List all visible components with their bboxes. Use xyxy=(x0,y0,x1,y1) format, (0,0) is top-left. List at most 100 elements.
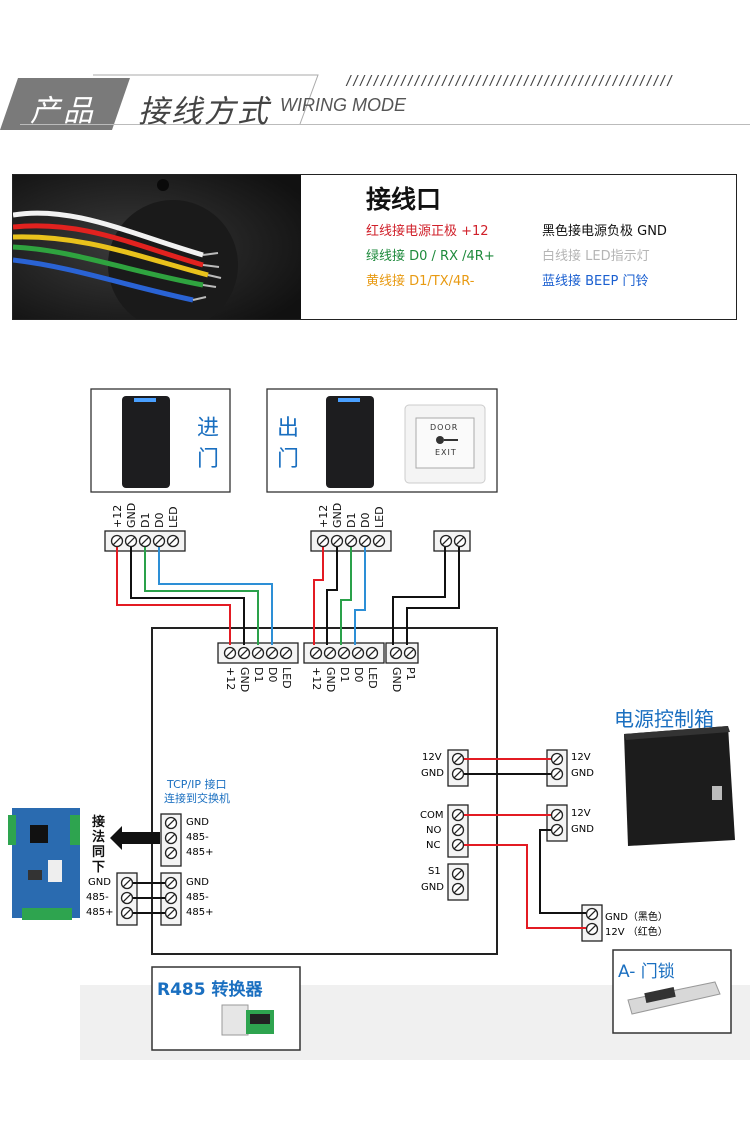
header-subtitle: WIRING MODE xyxy=(280,95,406,115)
terminal-screw-icon xyxy=(164,876,178,890)
terminal-screw-icon xyxy=(279,646,293,660)
wiring-port-title: 接线口 xyxy=(366,185,442,214)
reader-pin-label: GND xyxy=(125,502,138,528)
board-term-minus: 485- xyxy=(86,892,109,903)
header-title: 接线方式 xyxy=(138,94,270,130)
wire-line-blue: 蓝线接 BEEP 门铃 xyxy=(542,274,649,289)
terminal-screw-icon xyxy=(323,646,337,660)
rs485b-term-plus: 485+ xyxy=(186,907,214,918)
lock-term-gnd: GND（黑色） xyxy=(605,912,668,923)
tcp-title: TCP/IP 接口 xyxy=(167,778,227,791)
reader-pin-label: D1 xyxy=(345,512,358,528)
controller-pin-label: LED xyxy=(366,667,379,689)
reader-pin-label: D1 xyxy=(139,512,152,528)
terminal-screw-icon xyxy=(439,534,453,548)
terminal-screw-icon xyxy=(152,534,166,548)
board-term-plus: 485+ xyxy=(86,907,114,918)
controller-pin-label: GND xyxy=(238,667,251,693)
rs485-term-plus: 485+ xyxy=(186,847,214,858)
reader-pin-label: D0 xyxy=(153,512,166,528)
terminal-screw-icon xyxy=(585,907,599,921)
rs485-term-gnd: GND xyxy=(186,817,209,828)
terminal-screw-icon xyxy=(120,891,134,905)
wire-line-black: 黑色接电源负极 GND xyxy=(542,224,667,239)
controller-pin-label: +12 xyxy=(310,667,323,691)
psu1-term-12v: 12V xyxy=(571,752,591,763)
exit-label-2: 门 xyxy=(277,447,300,472)
lock-term-12v: 12V （红色） xyxy=(605,927,668,938)
terminal-screw-icon xyxy=(550,823,564,837)
terminal-screw-icon xyxy=(337,646,351,660)
controller-pin-label: D1 xyxy=(338,667,351,683)
reader-pin-label: LED xyxy=(167,506,180,528)
relay-term-com: COM xyxy=(420,810,444,821)
terminal-screw-icon xyxy=(251,646,265,660)
terminal-screw-icon xyxy=(358,534,372,548)
entry-label-1: 进 xyxy=(197,416,220,441)
reader-pin-label: +12 xyxy=(317,504,330,528)
terminal-screw-icon xyxy=(344,534,358,548)
power-term-gnd: GND xyxy=(421,768,444,779)
terminal-screw-icon xyxy=(351,646,365,660)
relay-term-no: NO xyxy=(426,825,442,836)
sensor-term-s1: S1 xyxy=(428,866,441,877)
terminal-screw-icon xyxy=(451,752,465,766)
exit-button-line2: EXIT xyxy=(435,448,457,457)
arrow-text-3: 同 xyxy=(92,845,106,860)
terminal-screw-icon xyxy=(451,823,465,837)
wire-photo xyxy=(13,175,301,319)
terminal-screw-icon xyxy=(223,646,237,660)
terminal-screw-icon xyxy=(451,838,465,852)
terminal-screw-icon xyxy=(309,646,323,660)
header-tab-text: 产品 xyxy=(30,94,96,129)
controller-pin-label: LED xyxy=(280,667,293,689)
terminal-screw-icon xyxy=(550,752,564,766)
terminal-screw-icon xyxy=(164,816,178,830)
wire-line-white: 白线接 LED指示灯 xyxy=(542,249,650,264)
controller-pin-label: GND xyxy=(324,667,337,693)
reader-pin-label: GND xyxy=(331,502,344,528)
terminal-screw-icon xyxy=(237,646,251,660)
arrow-text-1: 接 xyxy=(92,815,106,830)
rs485b-term-gnd: GND xyxy=(186,877,209,888)
terminal-screw-icon xyxy=(138,534,152,548)
terminal-screw-icon xyxy=(451,882,465,896)
terminal-screw-icon xyxy=(124,534,138,548)
terminal-screw-icon xyxy=(550,767,564,781)
terminal-screw-icon xyxy=(110,534,124,548)
terminal-screw-icon xyxy=(316,534,330,548)
board-term-gnd: GND xyxy=(88,877,111,888)
terminal-screw-icon xyxy=(164,831,178,845)
controller-pin-label: D0 xyxy=(266,667,279,683)
wire-line-green: 绿线接 D0 / RX /4R+ xyxy=(366,249,495,264)
converter-title: R485 转换器 xyxy=(157,980,263,1000)
terminal-screw-icon xyxy=(451,867,465,881)
terminal-screw-icon xyxy=(389,646,403,660)
header-underline xyxy=(20,74,750,125)
controller-pin-label: P1 xyxy=(404,667,417,681)
terminal-screw-icon xyxy=(451,767,465,781)
terminal-screw-icon xyxy=(164,891,178,905)
exit-label-1: 出 xyxy=(277,416,300,441)
terminal-screw-icon xyxy=(403,646,417,660)
terminal-screw-icon xyxy=(585,922,599,936)
terminal-screw-icon xyxy=(453,534,467,548)
terminal-screw-icon xyxy=(164,846,178,860)
relay-term-nc: NC xyxy=(426,840,441,851)
terminal-screw-icon xyxy=(120,876,134,890)
exit-button-line1: DOOR xyxy=(430,423,459,432)
controller-pin-label: +12 xyxy=(224,667,237,691)
arrow-text-2: 法 xyxy=(92,830,106,845)
terminal-screw-icon xyxy=(451,808,465,822)
wiring-diagram xyxy=(8,388,750,1060)
psu2-term-gnd: GND xyxy=(571,824,594,835)
terminal-screw-icon xyxy=(265,646,279,660)
lock-title: A- 门锁 xyxy=(618,962,675,982)
controller-pin-label: D1 xyxy=(252,667,265,683)
header-tab-shape xyxy=(0,78,130,130)
reader-pin-label: LED xyxy=(373,506,386,528)
entry-label-2: 门 xyxy=(197,447,220,472)
tcp-sub: 连接到交换机 xyxy=(164,792,230,805)
rs485b-term-minus: 485- xyxy=(186,892,209,903)
rs485-term-minus: 485- xyxy=(186,832,209,843)
